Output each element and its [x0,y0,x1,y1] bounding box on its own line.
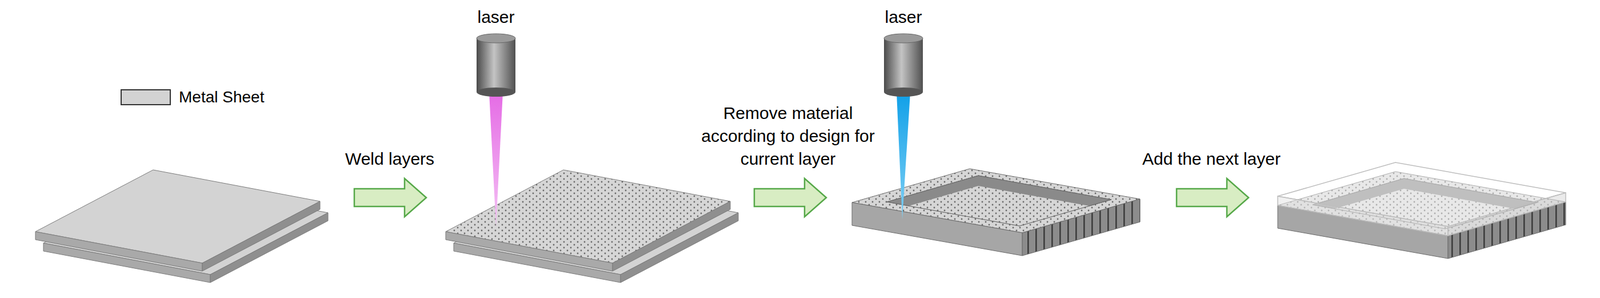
step-label: Add the next layer [1142,147,1281,171]
weld-laser [476,33,516,227]
machined-block [852,168,1140,256]
laser-label: laser [477,5,515,29]
cutting-laser [884,33,923,220]
translucent-sheet [1277,162,1566,236]
metal-sheets [35,169,328,283]
legend-swatch [120,89,171,106]
step-label: Weld layers [345,147,435,171]
step-label: Remove material according to design for … [693,101,883,171]
legend-text: Metal Sheet [178,88,264,107]
legend-item: Metal Sheet [120,88,264,107]
laser-label: laser [884,5,922,29]
welded-sheets [445,169,739,283]
